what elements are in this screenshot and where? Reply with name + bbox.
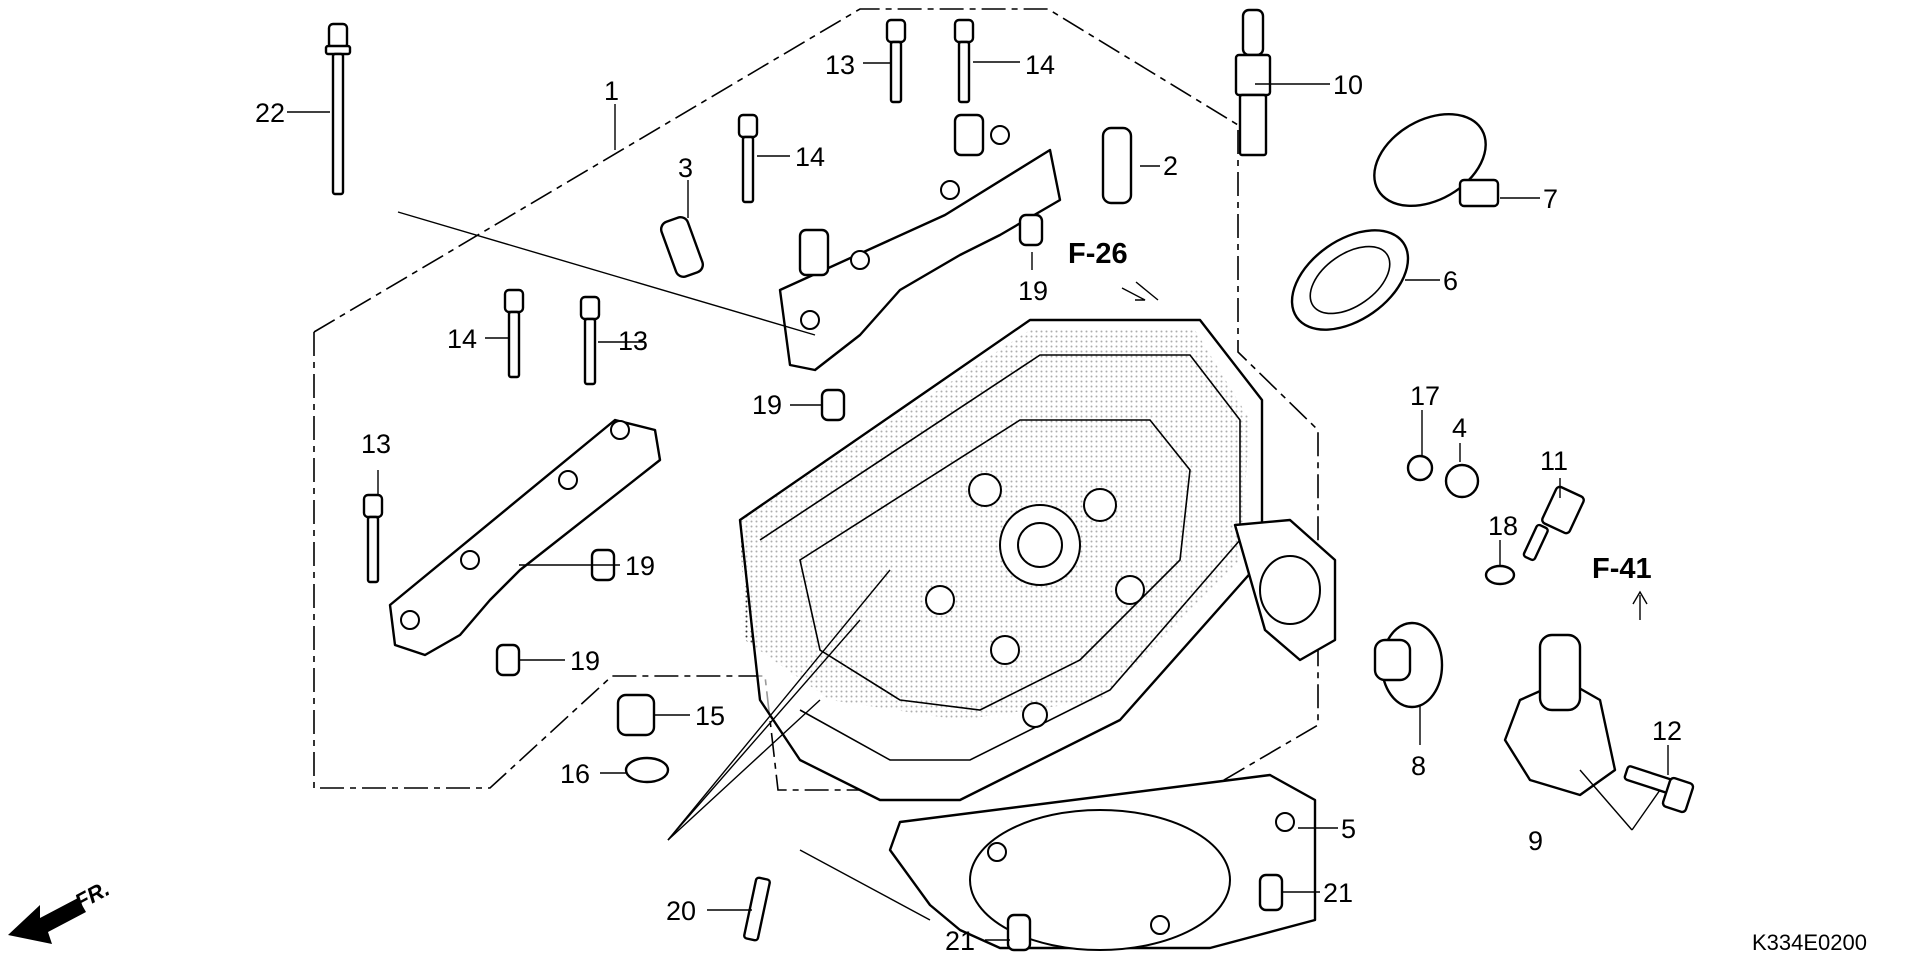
callout-15: 15 <box>695 701 725 731</box>
callout-19-bottom: 19 <box>570 646 600 676</box>
insulator <box>1290 229 1410 331</box>
callout-21-left: 21 <box>945 926 975 956</box>
callout-19-mid: 19 <box>752 390 782 420</box>
camshaft-holder-lower <box>388 418 662 657</box>
callout-2: 2 <box>1163 151 1178 181</box>
callout-labels: 22 1 2 3 4 5 6 7 8 9 10 11 12 13 13 13 1… <box>255 50 1682 956</box>
valve-guide <box>1101 126 1133 205</box>
dowel-pins <box>495 213 1044 677</box>
upper-bolts <box>362 18 975 584</box>
callout-7: 7 <box>1543 184 1558 214</box>
sealing-washer <box>1406 454 1434 482</box>
valve-guide-small <box>659 216 705 278</box>
front-direction-arrow: FR. <box>8 876 114 944</box>
insulator-inner <box>1309 245 1391 315</box>
callout-14-left: 14 <box>447 324 477 354</box>
callout-5: 5 <box>1341 814 1356 844</box>
callout-9: 9 <box>1528 826 1543 856</box>
cap-nut <box>616 693 656 737</box>
ref-f41[interactable]: F-41 <box>1592 553 1652 585</box>
callout-13-top: 13 <box>825 50 855 80</box>
callout-19-left: 19 <box>625 551 655 581</box>
camshaft-holder-upper <box>778 113 1062 372</box>
dowel-lower-left <box>1006 913 1032 952</box>
assembly-group-outline-left <box>313 332 860 791</box>
water-outlet <box>1503 633 1617 797</box>
spark-plug <box>1234 8 1272 157</box>
callout-14-top: 14 <box>1025 50 1055 80</box>
callout-4: 4 <box>1452 413 1467 443</box>
outlet-bolt <box>1623 765 1695 814</box>
callout-18: 18 <box>1488 511 1518 541</box>
leader-lines <box>287 61 1669 941</box>
callout-20: 20 <box>666 896 696 926</box>
cylinder-head <box>738 318 1337 802</box>
callout-13-mid: 13 <box>618 326 648 356</box>
clamp-screw <box>1458 178 1500 208</box>
callout-10: 10 <box>1333 70 1363 100</box>
plug-bolt <box>1444 463 1480 499</box>
callout-6: 6 <box>1443 266 1458 296</box>
long-bolt <box>324 22 352 196</box>
stud-bolt <box>743 876 771 942</box>
callout-16: 16 <box>560 759 590 789</box>
temp-sensor <box>1522 485 1585 562</box>
figure-code: K334E0200 <box>1752 930 1867 955</box>
callout-8: 8 <box>1411 751 1426 781</box>
callout-3: 3 <box>678 153 693 183</box>
callout-22: 22 <box>255 98 285 128</box>
callout-12: 12 <box>1652 716 1682 746</box>
callout-1: 1 <box>604 76 619 106</box>
callout-21-right: 21 <box>1323 878 1353 908</box>
dowel-lower-right <box>1258 873 1284 912</box>
nut-washer <box>624 756 670 784</box>
callout-13-left: 13 <box>361 429 391 459</box>
ref-f26[interactable]: F-26 <box>1068 238 1128 270</box>
callout-11: 11 <box>1540 446 1568 476</box>
head-gasket <box>888 773 1317 951</box>
callout-17: 17 <box>1410 381 1440 411</box>
clamp-band <box>1373 112 1487 208</box>
callout-19-top: 19 <box>1018 276 1048 306</box>
callout-14-mid: 14 <box>795 142 825 172</box>
sensor-washer <box>1484 564 1516 586</box>
thermostat <box>1373 621 1444 709</box>
